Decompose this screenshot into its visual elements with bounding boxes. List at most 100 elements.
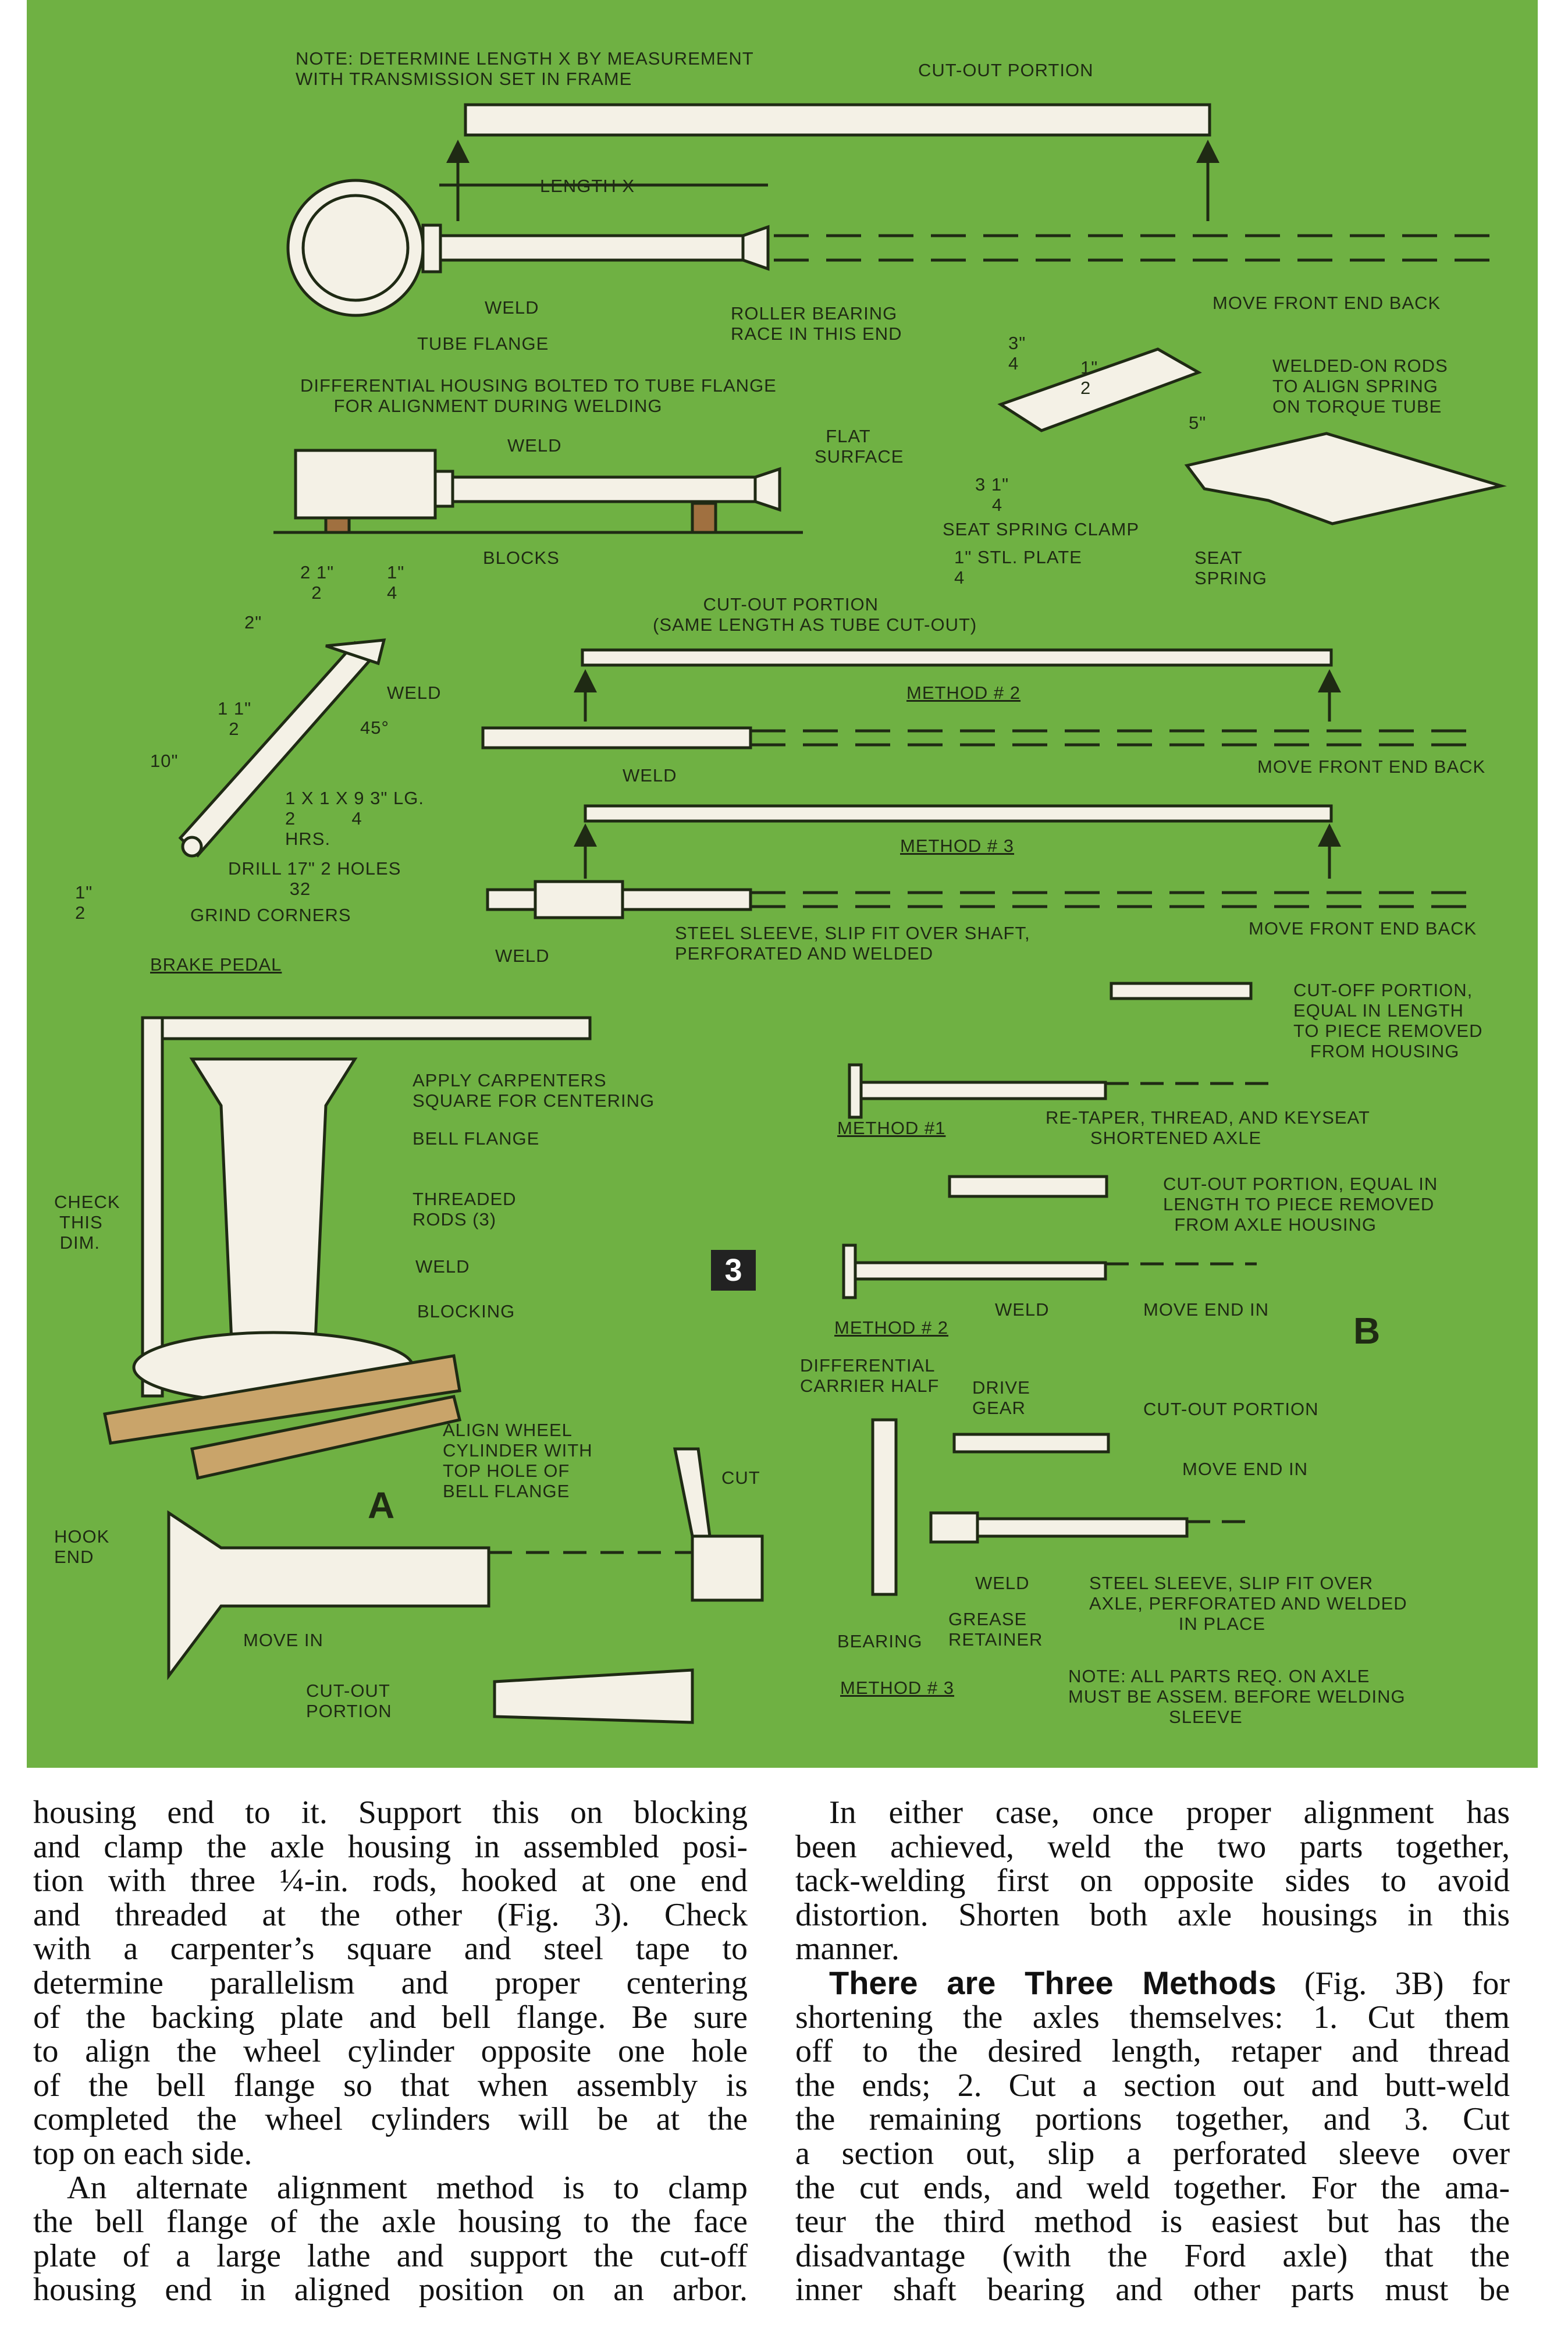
text-line: the bell flange of the axle housing to t…	[33, 2204, 748, 2240]
axle-method-1-drawing	[848, 982, 1280, 1119]
label-grease-retainer: GREASE RETAINER	[948, 1609, 1043, 1650]
label-blocking: BLOCKING	[417, 1301, 515, 1321]
text-line: off to the desired length, retaper and t…	[795, 2033, 1510, 2070]
label-dimension: 3" 4	[1008, 333, 1026, 374]
label-note-parts: NOTE: ALL PARTS REQ. ON AXLE MUST BE ASS…	[1068, 1666, 1406, 1727]
label-brake-pedal: BRAKE PEDAL	[150, 954, 282, 975]
label-weld: WELD	[495, 946, 550, 966]
label-weld: WELD	[485, 297, 539, 318]
text-line: to align the wheel cylinder opposite one…	[33, 2033, 748, 2070]
label-dimension: 2"	[244, 612, 262, 633]
method-3-shaft-drawing	[486, 804, 1478, 919]
label-check-dim: CHECK THIS DIM.	[54, 1192, 120, 1253]
axle-housing-cut-drawing	[167, 1447, 764, 1724]
text-line: been achieved, weld the two parts togeth…	[795, 1828, 1510, 1865]
label-hrs-size: 1 X 1 X 9 3" LG. 2 4 HRS.	[285, 788, 424, 849]
technical-drawings	[103, 103, 1507, 1724]
label-threaded-rods: THREADED RODS (3)	[413, 1189, 517, 1230]
label-dimension: 1 1" 2	[218, 698, 252, 739]
label-method-1: METHOD #1	[837, 1118, 946, 1138]
text-line: of the backing plate and bell flange. Be…	[33, 1999, 748, 2035]
label-move-end-in: MOVE END IN	[1182, 1459, 1308, 1479]
label-dimension: 5"	[1189, 413, 1207, 433]
text-line: of the bell flange so that when assembly…	[33, 2067, 748, 2104]
text-line: shortening the axles themselves: 1. Cut …	[795, 1999, 1510, 2035]
bell-flange-alignment-drawing	[103, 1016, 592, 1480]
figure-number-badge: 3	[711, 1250, 756, 1291]
label-length-x: LENGTH X	[540, 176, 635, 196]
text-line: and threaded at the other (Fig. 3). Chec…	[33, 1896, 748, 1933]
label-method-3-b: METHOD # 3	[840, 1678, 955, 1698]
text-line: housing end to it. Support this on block…	[33, 1795, 748, 1831]
label-dimension: 3 1" 4	[975, 474, 1009, 515]
label-cut-out-portion-a: CUT-OUT PORTION	[306, 1680, 392, 1721]
label-method-2-b: METHOD # 2	[834, 1317, 949, 1338]
label-dimension: 1" 2	[75, 882, 93, 923]
text-line: teur the third method is easiest but has…	[795, 2204, 1510, 2240]
brake-pedal-drawing	[178, 638, 386, 858]
text-line: with a carpenter’s square and steel tape…	[33, 1931, 748, 1967]
text-line: the remaining portions together, and 3. …	[795, 2101, 1510, 2138]
label-seat-spring-clamp: SEAT SPRING CLAMP	[943, 519, 1139, 539]
label-blocks: BLOCKS	[483, 548, 560, 568]
label-bearing: BEARING	[837, 1631, 923, 1651]
label-dimension: 1" 4	[387, 562, 405, 603]
text-line: top on each side.	[33, 2135, 253, 2172]
label-dimension: 1" 2	[1080, 357, 1098, 398]
label-cut-out-same-length: CUT-OUT PORTION (SAME LENGTH AS TUBE CUT…	[653, 594, 977, 635]
label-align-wheel-cylinder: ALIGN WHEEL CYLINDER WITH TOP HOLE OF BE…	[443, 1420, 593, 1501]
label-steel-plate: 1" STL. PLATE 4	[954, 547, 1082, 588]
label-part-b: B	[1353, 1310, 1381, 1352]
text-line: tion with three ¼-in. rods, hooked at on…	[33, 1863, 748, 1899]
label-drill: DRILL 17" 2 HOLES 32	[228, 858, 401, 899]
method-2-shaft-drawing	[481, 648, 1478, 749]
text-line: a section out, slip a perforated sleeve …	[795, 2135, 1510, 2172]
label-method-2: METHOD # 2	[906, 683, 1021, 703]
label-move-in: MOVE IN	[243, 1630, 323, 1650]
label-cut-off-portion: CUT-OFF PORTION, EQUAL IN LENGTH TO PIEC…	[1293, 980, 1483, 1061]
text-line-run-in: There are Three Methods (Fig. 3B) for	[795, 1966, 1510, 2001]
text-line: and clamp the axle housing in assembled …	[33, 1828, 748, 1865]
text-line: the ends; 2. Cut a section out and butt-…	[795, 2067, 1510, 2104]
label-weld: WELD	[415, 1256, 470, 1277]
text-line: In either case, once proper alignment ha…	[829, 1795, 1510, 1831]
label-weld: WELD	[387, 683, 442, 703]
label-apply-square: APPLY CARPENTERS SQUARE FOR CENTERING	[413, 1070, 655, 1111]
run-in-heading: There are Three Methods	[829, 1964, 1277, 2001]
label-part-a: A	[368, 1484, 396, 1526]
text-line: distortion. Shorten both axle housings i…	[795, 1896, 1510, 1933]
label-angle: 45°	[360, 717, 389, 738]
illustration-panel	[27, 0, 1538, 1768]
label-differential-housing: DIFFERENTIAL HOUSING BOLTED TO TUBE FLAN…	[300, 375, 777, 416]
label-roller-bearing: ROLLER BEARING RACE IN THIS END	[731, 303, 902, 344]
label-seat-spring: SEAT SPRING	[1194, 548, 1267, 588]
label-flat-surface: FLAT SURFACE	[815, 426, 904, 467]
label-bell-flange: BELL FLANGE	[413, 1128, 540, 1149]
label-move-front-end-back: MOVE FRONT END BACK	[1249, 918, 1477, 939]
label-retaper: RE-TAPER, THREAD, AND KEYSEAT SHORTENED …	[1046, 1107, 1370, 1148]
text-line: inner shaft bearing and other parts must…	[795, 2272, 1510, 2308]
text-line: manner.	[795, 1931, 899, 1967]
text-line: An alternate alignment method is to clam…	[67, 2169, 748, 2206]
label-grind-corners: GRIND CORNERS	[190, 905, 351, 925]
text-line: completed the wheel cylinders will be at…	[33, 2101, 748, 2138]
label-steel-sleeve: STEEL SLEEVE, SLIP FIT OVER SHAFT, PERFO…	[675, 923, 1030, 964]
label-weld: WELD	[623, 765, 677, 786]
label-welded-on-rods: WELDED-ON RODS TO ALIGN SPRING ON TORQUE…	[1272, 356, 1448, 417]
label-weld: WELD	[507, 435, 562, 456]
body-column-right: In either case, once proper alignment ha…	[795, 1796, 1510, 2307]
label-dimension: 2 1" 2	[300, 562, 335, 603]
run-in-text: (Fig. 3B) for	[1276, 1965, 1510, 2002]
housing-on-blocks-drawing	[273, 449, 803, 534]
body-column-left: housing end to it. Support this on block…	[33, 1796, 748, 2307]
label-note-length: NOTE: DETERMINE LENGTH X BY MEASUREMENT …	[296, 48, 754, 89]
label-tube-flange: TUBE FLANGE	[417, 333, 549, 354]
label-cut-out-equal: CUT-OUT PORTION, EQUAL IN LENGTH TO PIEC…	[1163, 1174, 1438, 1235]
label-differential-carrier: DIFFERENTIAL CARRIER HALF	[800, 1355, 940, 1396]
text-line: tack-welding first on opposite sides to …	[795, 1863, 1510, 1899]
label-weld: WELD	[975, 1573, 1030, 1593]
text-line: determine parallelism and proper centeri…	[33, 1964, 748, 2001]
label-move-front-end-back: MOVE FRONT END BACK	[1257, 756, 1486, 777]
text-line: housing end in aligned position on an ar…	[33, 2272, 748, 2308]
label-cut: CUT	[721, 1468, 760, 1488]
